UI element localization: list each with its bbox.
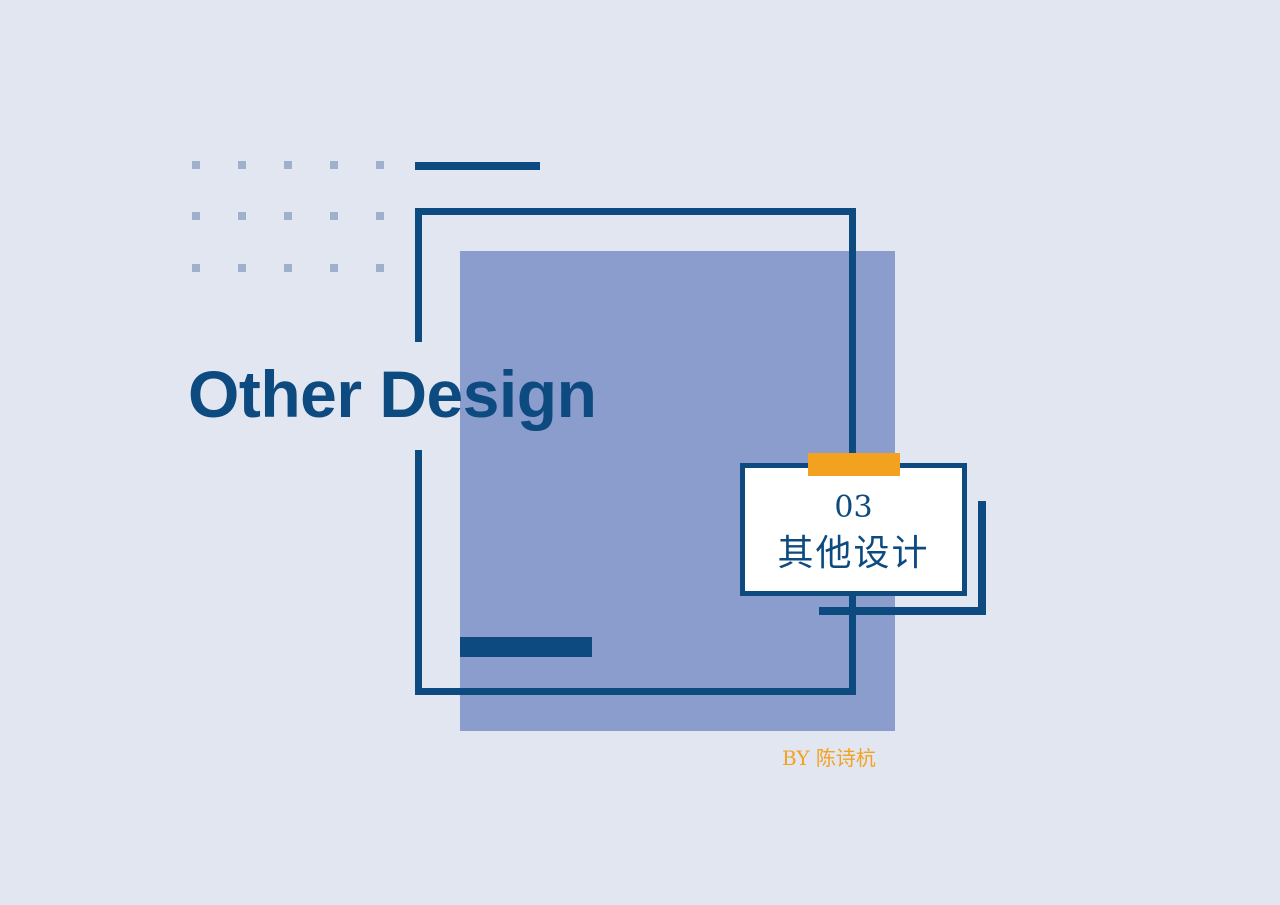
decor-dot	[330, 212, 338, 220]
card-offset-line-horizontal	[819, 607, 986, 615]
decor-dot	[192, 264, 200, 272]
decor-dot	[238, 161, 246, 169]
decor-dot	[330, 264, 338, 272]
card-accent-tab	[808, 453, 900, 476]
decor-dot	[192, 212, 200, 220]
frame-bottom-bar	[460, 637, 592, 657]
decor-dot	[284, 264, 292, 272]
card-offset-line-vertical	[978, 501, 986, 615]
decor-dot	[284, 212, 292, 220]
decor-dot	[330, 161, 338, 169]
frame-title-gap	[410, 342, 430, 450]
decor-dot	[192, 161, 200, 169]
section-label-card: 03 其他设计	[740, 463, 967, 596]
top-accent-line	[415, 162, 540, 170]
section-number: 03	[834, 490, 873, 525]
main-frame	[415, 208, 856, 695]
page-title: Other Design	[188, 357, 597, 431]
decor-dot	[376, 264, 384, 272]
decor-dot	[376, 161, 384, 169]
decor-dot	[238, 264, 246, 272]
decor-dot	[284, 161, 292, 169]
decor-dot	[238, 212, 246, 220]
section-label: 其他设计	[777, 533, 930, 574]
decor-dot	[376, 212, 384, 220]
author-credit: BY 陈诗杭	[782, 746, 876, 770]
